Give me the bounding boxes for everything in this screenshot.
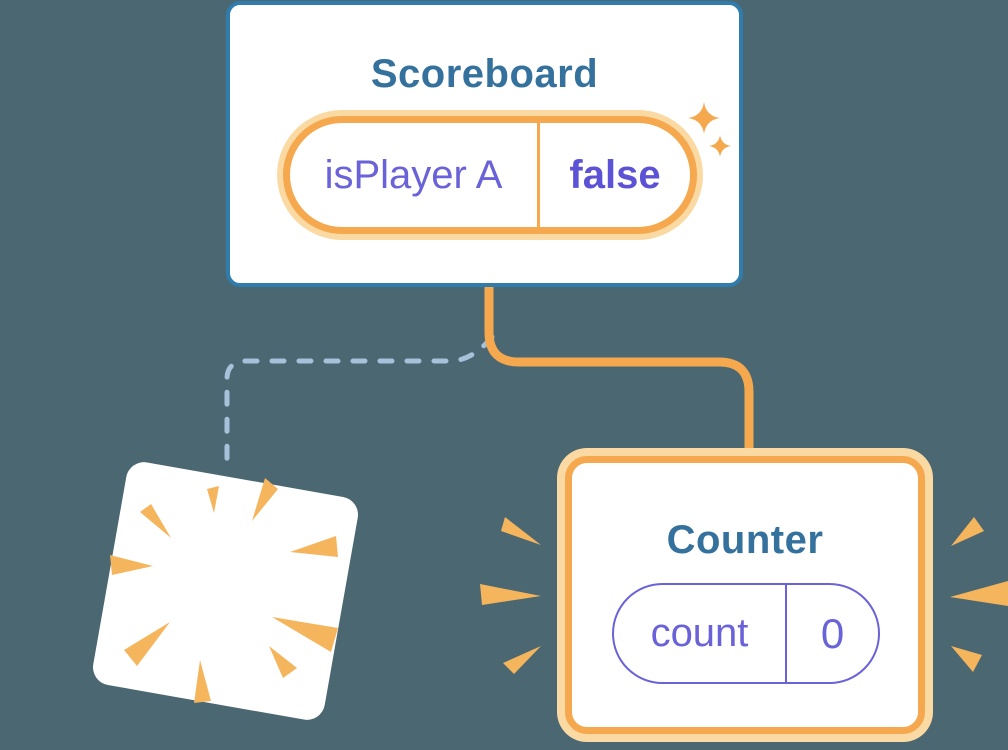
sparkle-icon: [688, 102, 731, 157]
pill-divider: [537, 123, 540, 227]
scoreboard-title: Scoreboard: [370, 52, 599, 96]
sparkle-star-large: [688, 102, 720, 134]
pill-divider: [785, 585, 787, 682]
sparkle-star-small: [709, 135, 731, 157]
counter-title: Counter: [666, 518, 824, 562]
destroyed-component-card: [90, 459, 361, 723]
counter-component-card: Counter count 0: [565, 456, 925, 734]
scoreboard-component-card: Scoreboard isPlayer A false: [226, 1, 743, 287]
counter-state-key: count: [650, 611, 749, 655]
counter-right-burst-icon: [950, 517, 1008, 672]
counter-state-pill: count 0: [612, 583, 880, 684]
scoreboard-state-key: isPlayer A: [324, 152, 503, 197]
scoreboard-state-value: false: [569, 152, 661, 197]
counter-state-value: 0: [820, 609, 845, 657]
orange-connector-line: [484, 285, 754, 460]
counter-left-burst-icon: [480, 517, 541, 674]
dashed-connector-line: [224, 334, 495, 463]
scoreboard-state-pill: isPlayer A false: [283, 116, 697, 234]
